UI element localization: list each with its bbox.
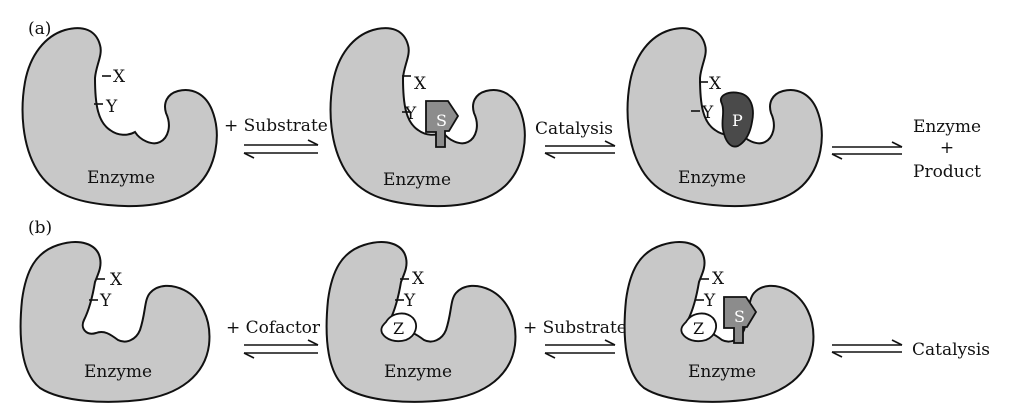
site-y-label: Y	[403, 291, 416, 311]
cofactor-shape	[380, 312, 417, 343]
result-line-1: Enzyme	[913, 117, 981, 137]
enzyme-label: Enzyme	[384, 362, 452, 382]
site-y-label: Y	[404, 104, 417, 124]
site-x-label: X	[412, 269, 425, 289]
site-y-label: Y	[701, 103, 714, 123]
equilibrium-arrow-b3	[831, 339, 903, 358]
site-x-label: X	[110, 270, 123, 290]
cofactor-shape	[680, 312, 717, 343]
equilibrium-arrow-b1: + Cofactor	[226, 318, 321, 359]
site-y-label: Y	[99, 291, 112, 311]
enzyme-label: Enzyme	[678, 168, 746, 188]
arrow-label: + Substrate	[523, 318, 627, 338]
result-line-2: +	[940, 138, 954, 158]
substrate-label: S	[734, 307, 745, 326]
enzyme-label: Enzyme	[688, 362, 756, 382]
enzyme-label: Enzyme	[84, 362, 152, 382]
result-b: Catalysis	[912, 340, 990, 360]
enzyme-a2: X Y S Enzyme	[329, 27, 526, 208]
substrate-shape	[723, 296, 758, 344]
arrow-label: + Cofactor	[226, 318, 321, 338]
result-line-3: Product	[913, 162, 981, 182]
site-x-label: X	[712, 269, 725, 289]
enzyme-b3: X Y Z S Enzyme	[623, 241, 815, 403]
site-y-label: Y	[703, 291, 716, 311]
enzyme-a1: X Y Enzyme	[21, 27, 218, 208]
equilibrium-arrow-a1: + Substrate	[224, 116, 328, 159]
enzyme-a3: X Y P Enzyme	[626, 27, 823, 208]
substrate-label: S	[436, 111, 447, 130]
arrow-label: Catalysis	[535, 119, 613, 139]
enzyme-b1: X Y Enzyme	[19, 241, 211, 403]
enzyme-b2: X Y Z Enzyme	[325, 241, 517, 403]
equilibrium-arrow-a3	[831, 141, 903, 160]
substrate-shape	[425, 100, 460, 148]
site-x-label: X	[414, 74, 427, 94]
equilibrium-arrow-b2: + Substrate	[523, 318, 627, 359]
product-label: P	[732, 111, 743, 130]
equilibrium-arrow-a2: Catalysis	[535, 119, 616, 159]
enzyme-label: Enzyme	[383, 170, 451, 190]
product-shape	[719, 91, 754, 148]
enzyme-label: Enzyme	[87, 168, 155, 188]
site-x-label: X	[709, 74, 722, 94]
site-x-label: X	[113, 67, 126, 87]
panel-label-a: (a)	[28, 19, 51, 39]
cofactor-label: Z	[393, 319, 404, 338]
arrow-label: + Substrate	[224, 116, 328, 136]
site-y-label: Y	[105, 97, 118, 117]
cofactor-label: Z	[693, 319, 704, 338]
panel-label-b: (b)	[28, 218, 52, 238]
result-a: Enzyme + Product	[913, 117, 981, 182]
